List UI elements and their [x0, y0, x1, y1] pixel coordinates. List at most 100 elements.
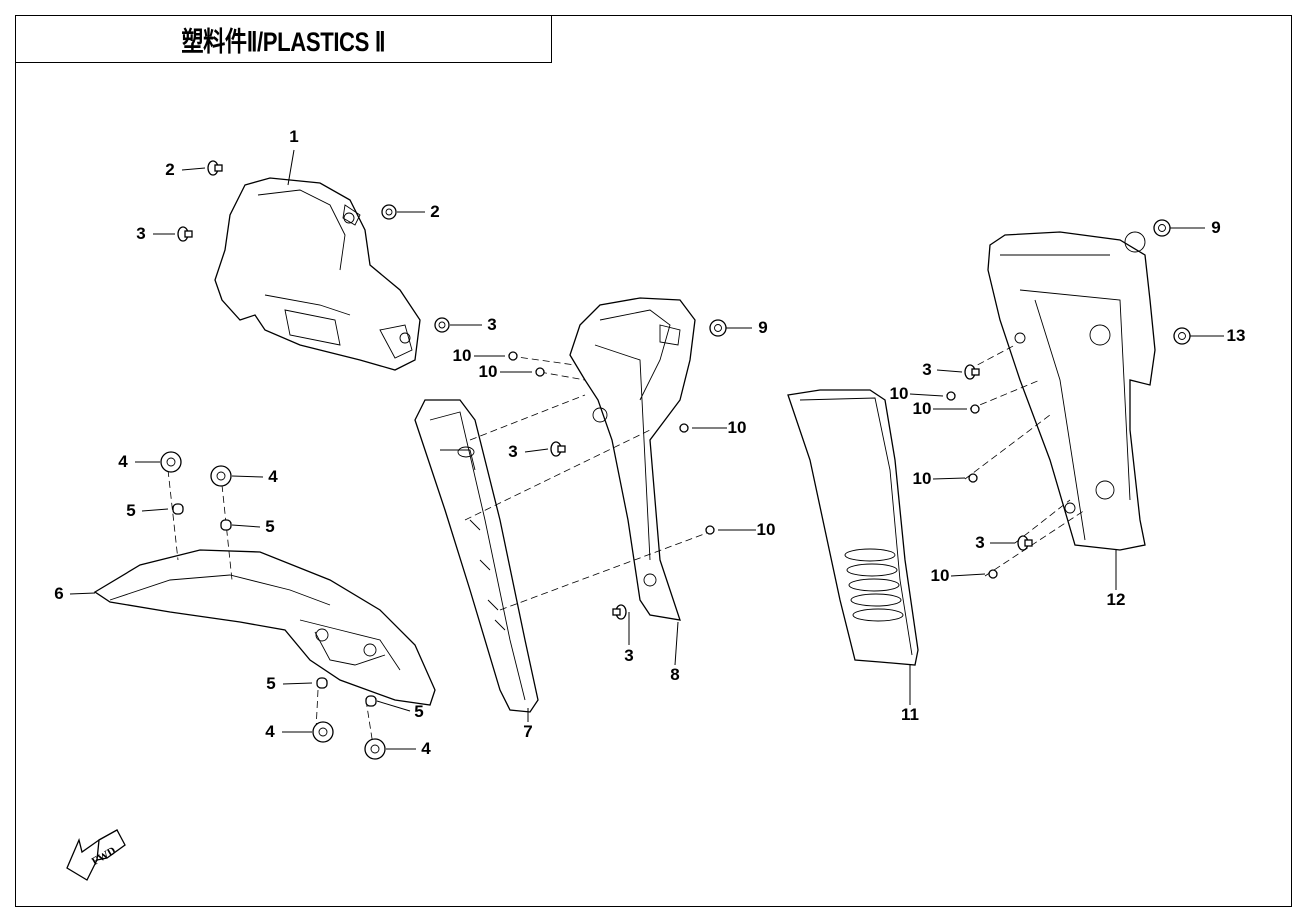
callout-number: 10 — [913, 399, 932, 418]
hardware-washer — [709, 319, 727, 337]
callout-number: 10 — [890, 384, 909, 403]
callout-4: 4 — [210, 465, 278, 487]
callout-3: 3 — [434, 315, 497, 334]
callout-number: 3 — [487, 315, 496, 334]
callout-number: 10 — [757, 520, 776, 539]
forward-direction-arrow-icon: FWD — [66, 829, 126, 881]
callout-number: 7 — [523, 722, 532, 741]
callout-10: 10 — [453, 346, 518, 365]
callout-7: 7 — [523, 708, 533, 741]
hardware-collar — [316, 677, 328, 689]
hardware-washer — [1173, 327, 1191, 345]
hardware-collar — [365, 695, 377, 707]
leader-line — [524, 448, 549, 453]
callout-number: 5 — [265, 517, 274, 536]
callout-10: 10 — [705, 520, 776, 539]
callout-9: 9 — [709, 318, 768, 337]
leader-line — [141, 508, 169, 512]
callout-number: 9 — [1211, 218, 1220, 237]
callout-number: 10 — [728, 418, 747, 437]
callout-8: 8 — [670, 621, 680, 684]
part-7-left-side-panel — [414, 399, 539, 713]
hardware-grommet — [210, 465, 232, 487]
callout-number: 10 — [931, 566, 950, 585]
hardware-screw — [550, 441, 566, 457]
hardware-grommet — [160, 451, 182, 473]
callout-10: 10 — [913, 469, 978, 488]
callout-6: 6 — [54, 584, 96, 603]
hardware-screw — [964, 364, 980, 380]
hardware-clip — [535, 367, 545, 377]
callout-5: 5 — [365, 695, 424, 721]
hardware-collar — [220, 519, 232, 531]
hardware-nut — [381, 204, 397, 220]
hardware-clip — [970, 404, 980, 414]
callout-number: 10 — [913, 469, 932, 488]
leader-line — [674, 621, 679, 666]
callout-5: 5 — [266, 674, 328, 693]
callout-number: 5 — [266, 674, 275, 693]
callout-number: 13 — [1227, 326, 1246, 345]
leader-line — [282, 682, 313, 685]
leader-line — [932, 477, 966, 480]
part-12-right-side-panel — [987, 231, 1156, 551]
hardware-clip — [946, 391, 956, 401]
hardware-clip — [679, 423, 689, 433]
hardware-washer — [1153, 219, 1171, 237]
callout-number: 4 — [421, 739, 431, 758]
callout-10: 10 — [890, 384, 956, 403]
hardware-screw — [612, 604, 627, 620]
hardware-screw — [1017, 535, 1033, 551]
callout-5: 5 — [220, 517, 275, 536]
callout-number: 4 — [268, 467, 278, 486]
leader-line — [950, 573, 986, 577]
hardware-clip — [705, 525, 715, 535]
callout-number: 10 — [479, 362, 498, 381]
callout-5: 5 — [126, 501, 184, 520]
callout-3: 3 — [975, 533, 1033, 552]
hardware-grommet — [312, 721, 334, 743]
callout-number: 4 — [118, 452, 128, 471]
hardware-nut — [434, 317, 450, 333]
callout-number: 12 — [1107, 590, 1126, 609]
hardware-clip — [968, 473, 978, 483]
callout-3: 3 — [508, 441, 566, 461]
callout-2: 2 — [165, 160, 223, 179]
leader-line — [181, 167, 206, 171]
part-6-front-fender — [93, 549, 436, 706]
hardware-clip — [508, 351, 518, 361]
callout-number: 5 — [126, 501, 135, 520]
hardware-screw — [207, 160, 223, 176]
callout-3: 3 — [922, 360, 980, 380]
callout-9: 9 — [1153, 218, 1221, 237]
callout-1: 1 — [287, 127, 299, 186]
hardware-collar — [172, 503, 184, 515]
callout-4: 4 — [118, 451, 182, 473]
leader-line — [69, 592, 96, 595]
leader-line — [231, 475, 264, 478]
hardware-grommet — [364, 738, 386, 760]
callout-2: 2 — [381, 202, 440, 221]
page-title: 塑料件Ⅱ/PLASTICS Ⅱ — [181, 26, 386, 57]
title-block: 塑料件Ⅱ/PLASTICS Ⅱ — [15, 15, 552, 63]
callout-number: 3 — [508, 442, 517, 461]
callout-number: 5 — [414, 702, 423, 721]
callout-3: 3 — [612, 604, 634, 665]
callout-10: 10 — [913, 399, 980, 418]
callout-number: 3 — [624, 646, 633, 665]
callout-number: 9 — [758, 318, 767, 337]
part-1-headlight-cover — [214, 177, 421, 371]
callout-4: 4 — [364, 738, 431, 760]
callout-10: 10 — [679, 418, 747, 437]
callout-number: 3 — [922, 360, 931, 379]
callout-number: 2 — [430, 202, 439, 221]
callout-number: 10 — [453, 346, 472, 365]
callout-13: 13 — [1173, 326, 1246, 345]
leader-line — [231, 524, 261, 528]
leader-line — [376, 700, 411, 712]
hardware-clip — [988, 569, 998, 579]
callout-10: 10 — [931, 566, 998, 585]
callout-number: 3 — [136, 224, 145, 243]
